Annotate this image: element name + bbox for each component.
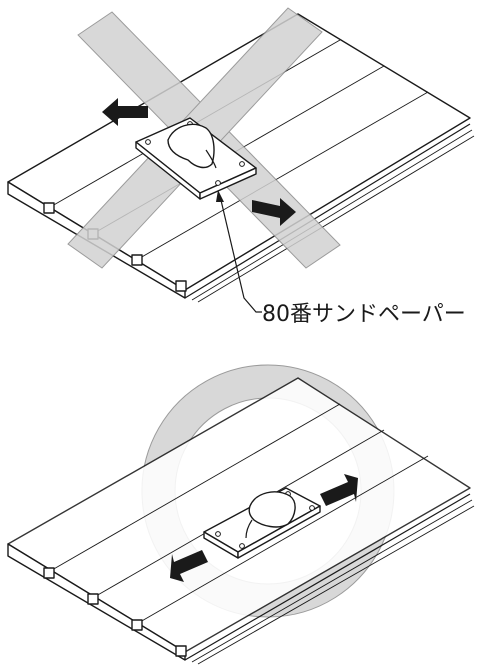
sanding-block-bottom (203, 487, 321, 559)
arrow-down-left-icon (170, 550, 208, 582)
arrow-up-right-icon (320, 474, 358, 506)
hand-icon (167, 123, 215, 169)
sanding-block-top (135, 117, 257, 200)
direction-arrows-bottom (170, 474, 358, 582)
bottom-panel (7, 364, 475, 665)
direction-arrows-top (102, 98, 296, 226)
callout-leader (219, 195, 262, 313)
sandpaper-label: 80番サンドペーパー (262, 302, 466, 327)
board-grooves-bottom (43, 567, 187, 657)
arrow-left-icon (102, 98, 148, 126)
hand-icon-2 (248, 491, 296, 528)
top-panel (7, 7, 475, 313)
arrow-right-icon (252, 198, 296, 226)
